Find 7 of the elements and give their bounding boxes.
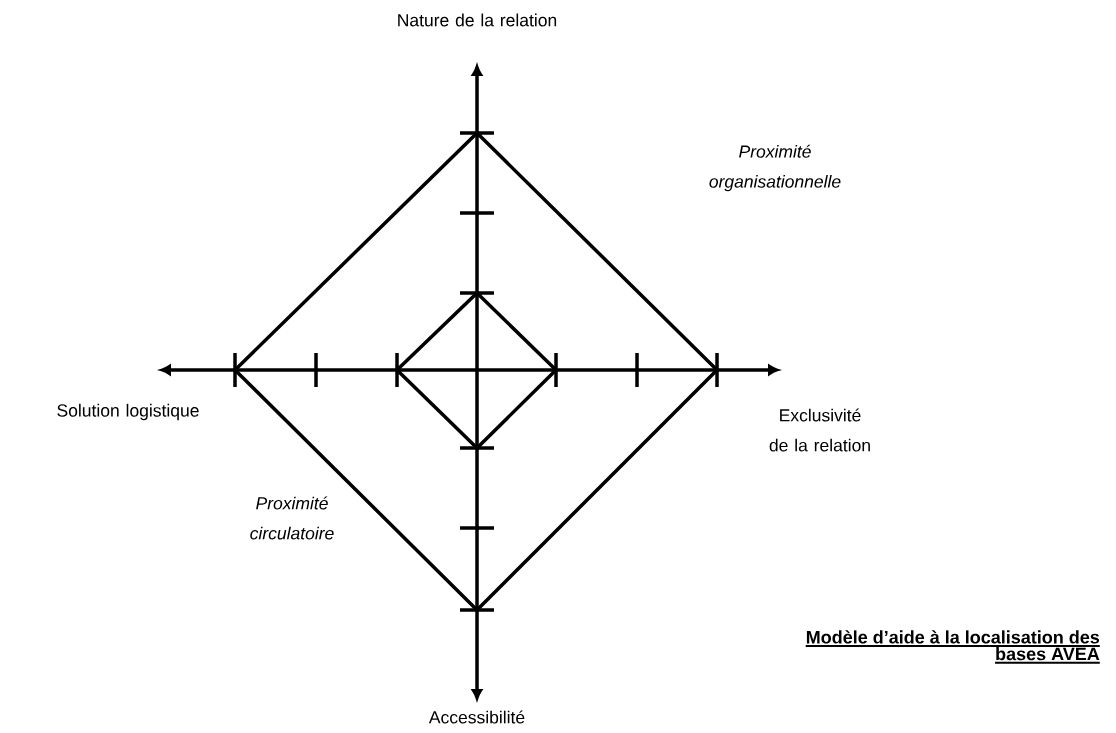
axis-label: Accessibilité (428, 710, 525, 724)
chart-title: Modèle d’aide à la localisation des bases AVEA (804, 630, 1101, 664)
axis-label: Solution logistique (57, 403, 199, 421)
axis-label: Exclusivité de la relation (769, 408, 870, 452)
axis-label: Nature de la relation (398, 13, 557, 27)
axis-label: Proximité organisationnelle (709, 144, 841, 192)
axis-label: Proximité circulatoire (250, 496, 334, 540)
